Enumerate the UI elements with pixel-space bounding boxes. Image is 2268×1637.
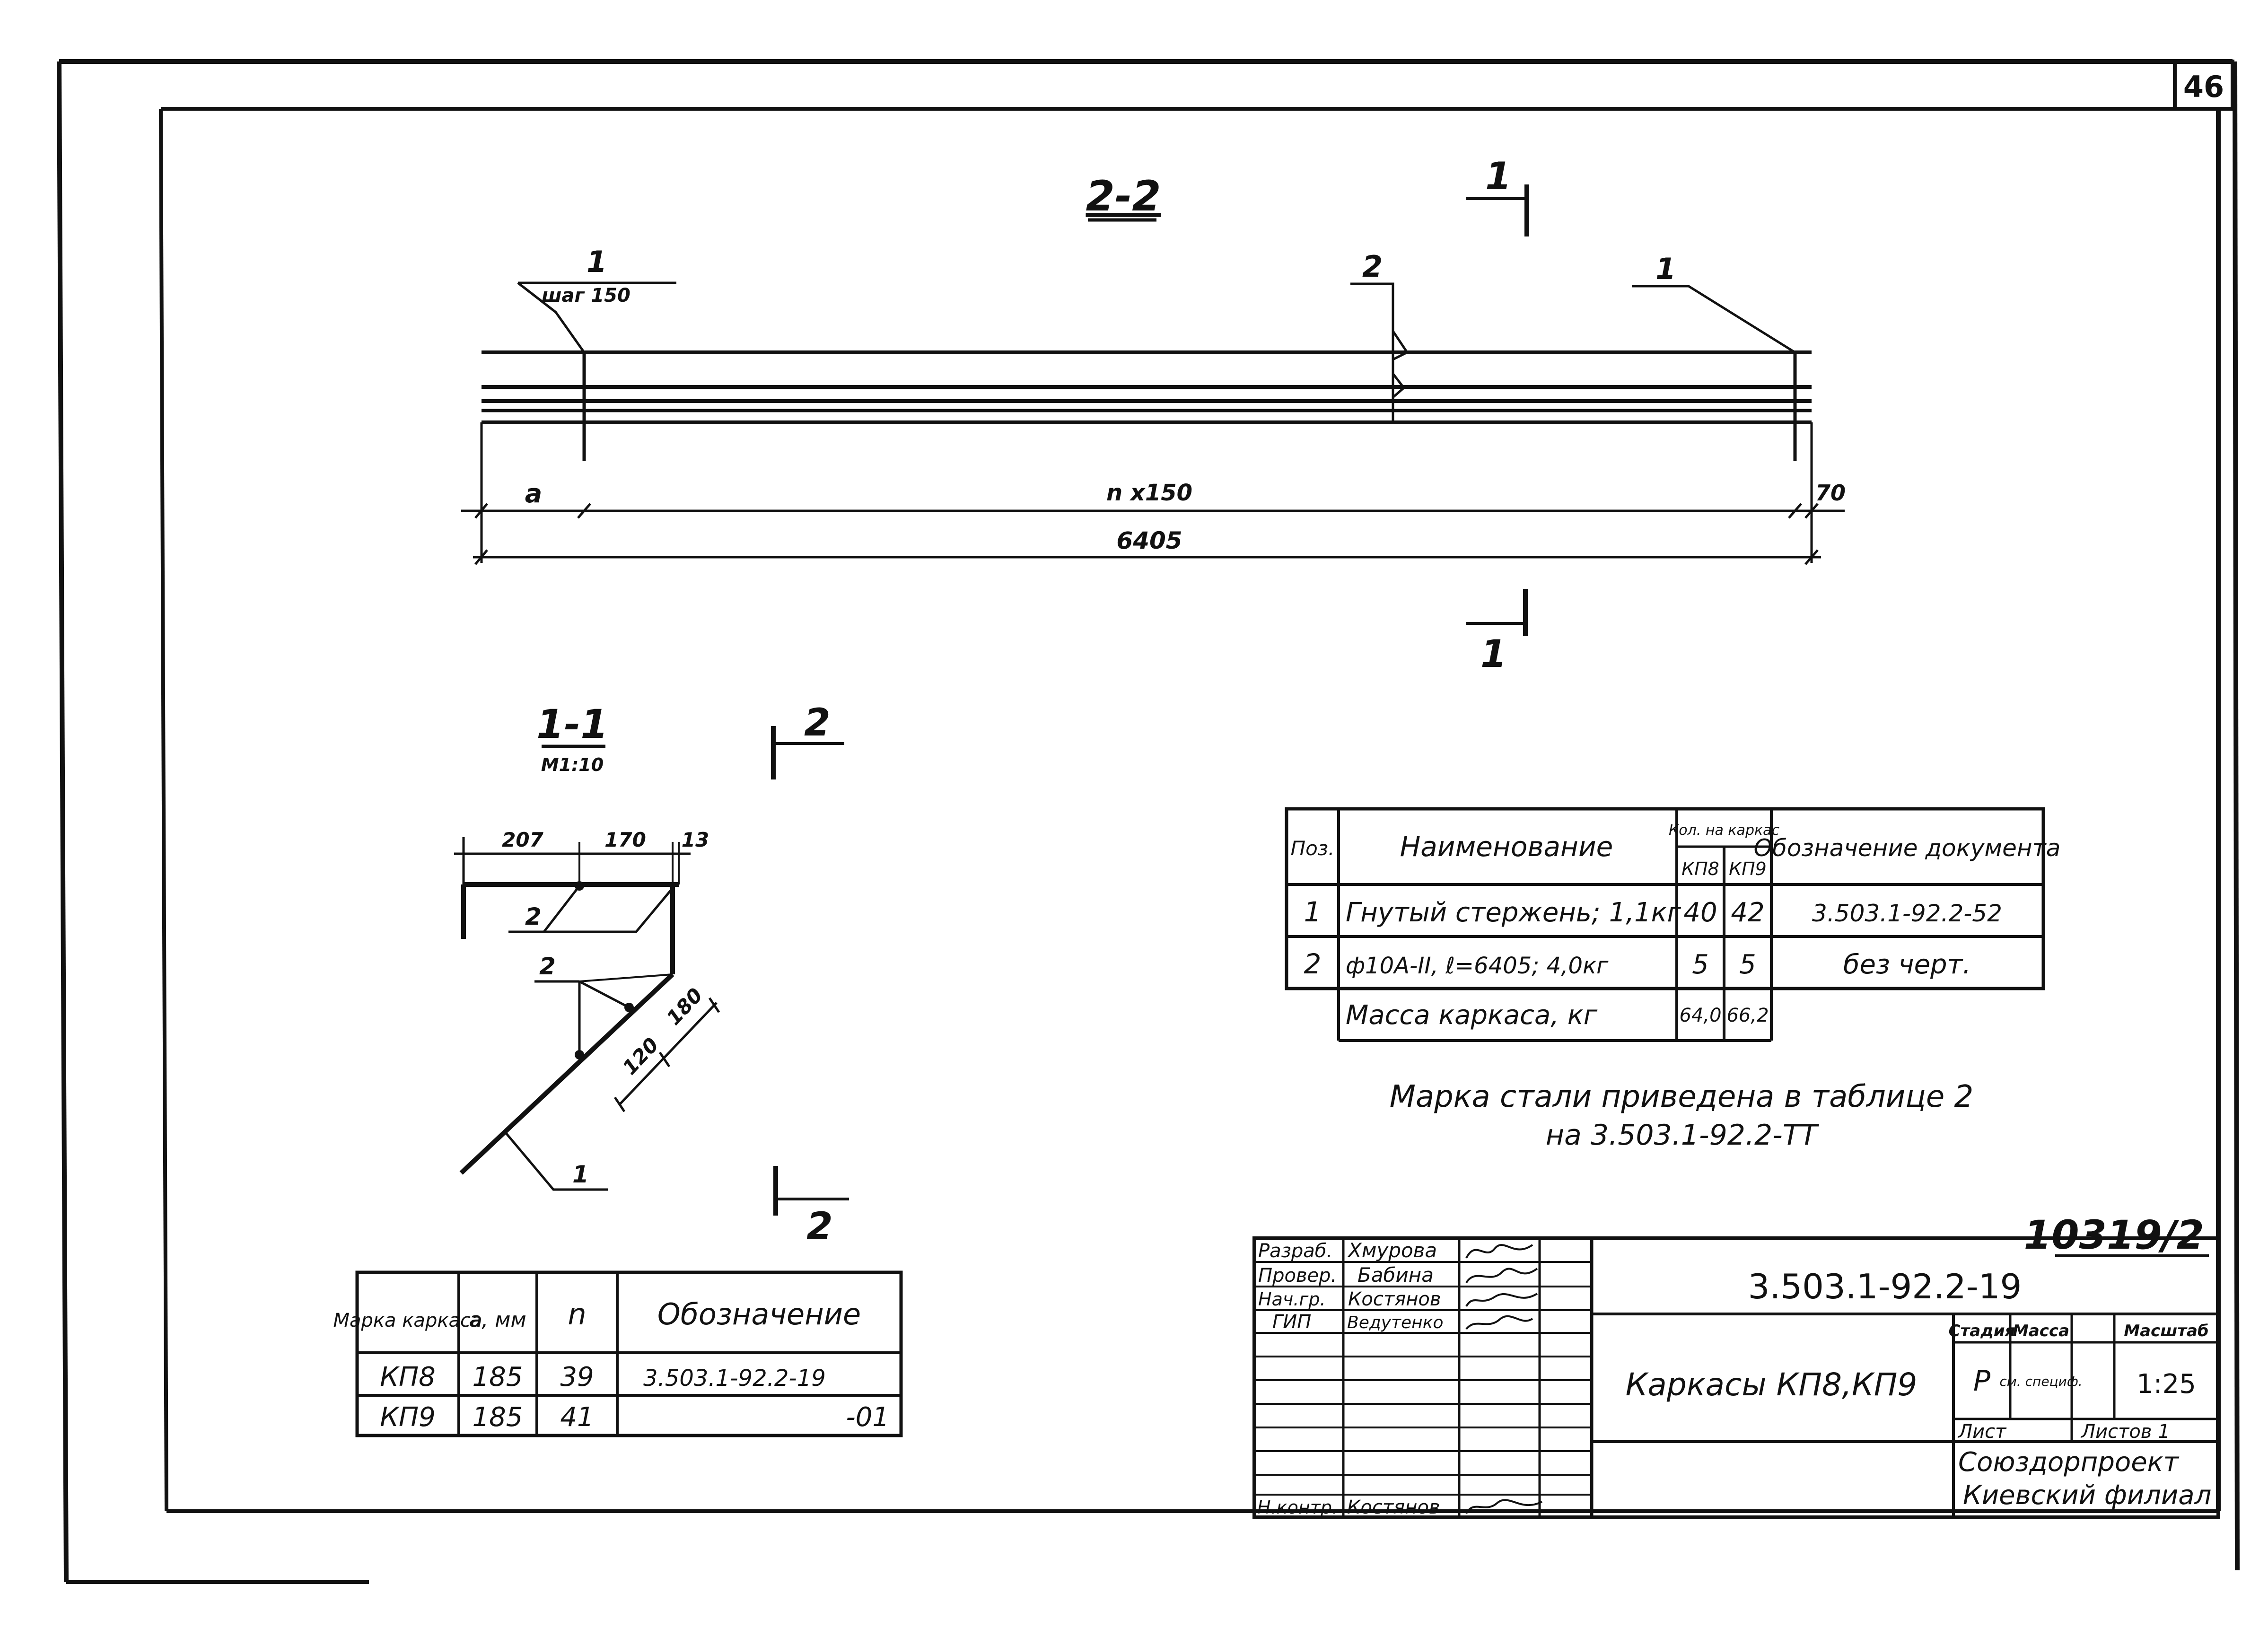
callout-1-1-pos1: 1 [572,1161,589,1188]
dim-6405: 6405 [1116,527,1182,554]
spec-row2-pos: 2 [1304,948,1322,980]
frame-row2-mark: КП9 [380,1402,436,1433]
header-mass: Масса [2013,1322,2069,1340]
header-scale: Масштаб [2124,1322,2208,1340]
spec-row1-kp8: 40 [1683,897,1717,928]
cut-mark-2-top: 2 [804,700,831,744]
stamp-number: 10319/2 [2024,1212,2204,1258]
frame-row2-a: 185 [473,1402,523,1433]
spec-mass-kp9: 66,2 [1726,1005,1769,1026]
callout-1-1-2b: 2 [539,953,556,980]
longitudinal-bars [482,350,1812,424]
outer-frame [57,59,2240,1584]
dim-170: 170 [604,828,646,851]
spec-mass-kp8: 64,0 [1679,1005,1721,1026]
section-2-2-title: 2-2 [1086,172,1161,220]
spec-row2-kp8: 5 [1692,949,1709,980]
section-1-1: 1-1 М1:10 2 2 207 170 13 2 2 [454,700,849,1248]
frame-header-desig: Обозначение [657,1297,861,1331]
frame-header-n: n [568,1297,586,1331]
spec-header-qty: Кол. на каркас [1669,822,1779,839]
sheet-number-box: 46 [2173,60,2234,111]
staff-role-1: Разраб. [1258,1240,1332,1262]
spec-row2-kp9: 5 [1739,949,1756,980]
mass-value: см. специф. [1999,1374,2082,1389]
callout-1-1-2a: 2 [525,903,542,930]
frame-row1-a: 185 [473,1362,523,1392]
dim-13: 13 [682,828,709,851]
staff-name-1: Хмурова [1347,1239,1437,1262]
dim-120: 120 [618,1033,663,1079]
stage-value: Р [1973,1365,1991,1398]
staff-name-3: Костянов [1348,1288,1441,1310]
control-role: Н.контр. [1257,1497,1338,1518]
spec-row2-doc: без черт. [1843,949,1971,980]
spec-header-doc: Обозначение документа [1754,834,2061,862]
dimension-row-1: a n x150 70 [461,479,1846,519]
header-stage: Стадия [1949,1322,2015,1340]
staff-name-4: Ведутенко [1347,1313,1443,1332]
spec-table: Поз. Наименование Кол. на каркас КП8 КП9… [1285,807,2061,1042]
staff-name-2: Бабина [1357,1263,1434,1287]
control-name: Костянов [1347,1497,1440,1518]
callout-pitch: шаг 150 [542,285,630,306]
note-line2: на 3.503.1-92.2-ТТ [1546,1119,1820,1152]
frame-table: Марка каркаса a, мм n Обозначение КП8 18… [333,1270,903,1437]
cut-mark-1-top: 1 [1485,154,1512,198]
section-2-2: 2-2 1 1 1 шаг 150 2 [461,154,1846,676]
section-1-1-scale: М1:10 [541,754,604,775]
callout-pos1-right: 1 [1655,252,1676,286]
spec-header-pos: Поз. [1291,837,1335,860]
dimension-row-2: 6405 [473,527,1821,565]
sheet-label: Лист [1957,1421,2007,1443]
org-line1: Союздорпроект [1958,1447,2180,1478]
dim-70: 70 [1815,480,1846,506]
frame-header-a: a, мм [469,1308,526,1332]
spec-row1-pos: 1 [1304,896,1322,928]
dim-207: 207 [502,828,543,851]
spec-row2-name: ф10А-II, ℓ=6405; 4,0кг [1346,953,1609,979]
callout-pos1-left: 1 [587,245,607,279]
spec-row1-name: Гнутый стержень; 1,1кг [1346,897,1681,928]
spec-header-kp8: КП8 [1681,858,1719,879]
cut-mark-1-bottom: 1 [1480,632,1507,676]
dim-180: 180 [662,983,707,1030]
frame-row1-desig: 3.503.1-92.2-19 [643,1365,826,1392]
steel-note: Марка стали приведена в таблице 2 на 3.5… [1390,1079,1974,1152]
drawing-designation: 3.503.1-92.2-19 [1748,1267,2022,1306]
frame-row1-mark: КП8 [380,1362,436,1392]
scale-value: 1:25 [2137,1369,2196,1400]
dim-a: a [525,479,542,508]
frame-row1-n: 39 [560,1362,594,1392]
spec-header-kp9: КП9 [1729,858,1767,879]
spec-header-name: Наименование [1400,831,1613,863]
section-1-1-title: 1-1 [536,701,608,747]
drawing-title: Каркасы КП8,КП9 [1626,1366,1918,1403]
dim-n150: n x150 [1106,480,1192,506]
callout-pos2: 2 [1362,249,1383,284]
spec-row1-doc: 3.503.1-92.2-52 [1812,900,2002,927]
org-line2: Киевский филиал [1963,1480,2211,1511]
staff-role-2: Провер. [1258,1265,1337,1287]
sheets-label: Листов 1 [2080,1421,2170,1443]
frame-row2-n: 41 [560,1402,594,1433]
spec-row1-kp9: 42 [1731,897,1764,928]
signatures [1465,1244,1542,1514]
frame-row2-desig: -01 [846,1402,889,1433]
note-line1: Марка стали приведена в таблице 2 [1390,1079,1974,1114]
staff-role-4: ГИП [1272,1311,1311,1333]
title-block: Разраб. Хмурова Провер. Бабина Нач.гр. К… [1252,1236,2220,1519]
spec-mass-label: Масса каркаса, кг [1346,1000,1598,1031]
frame-header-mark: Марка каркаса [333,1310,482,1331]
cut-mark-2-bottom: 2 [806,1204,833,1248]
staff-role-3: Нач.гр. [1258,1289,1326,1310]
sheet-number: 46 [2183,70,2224,104]
